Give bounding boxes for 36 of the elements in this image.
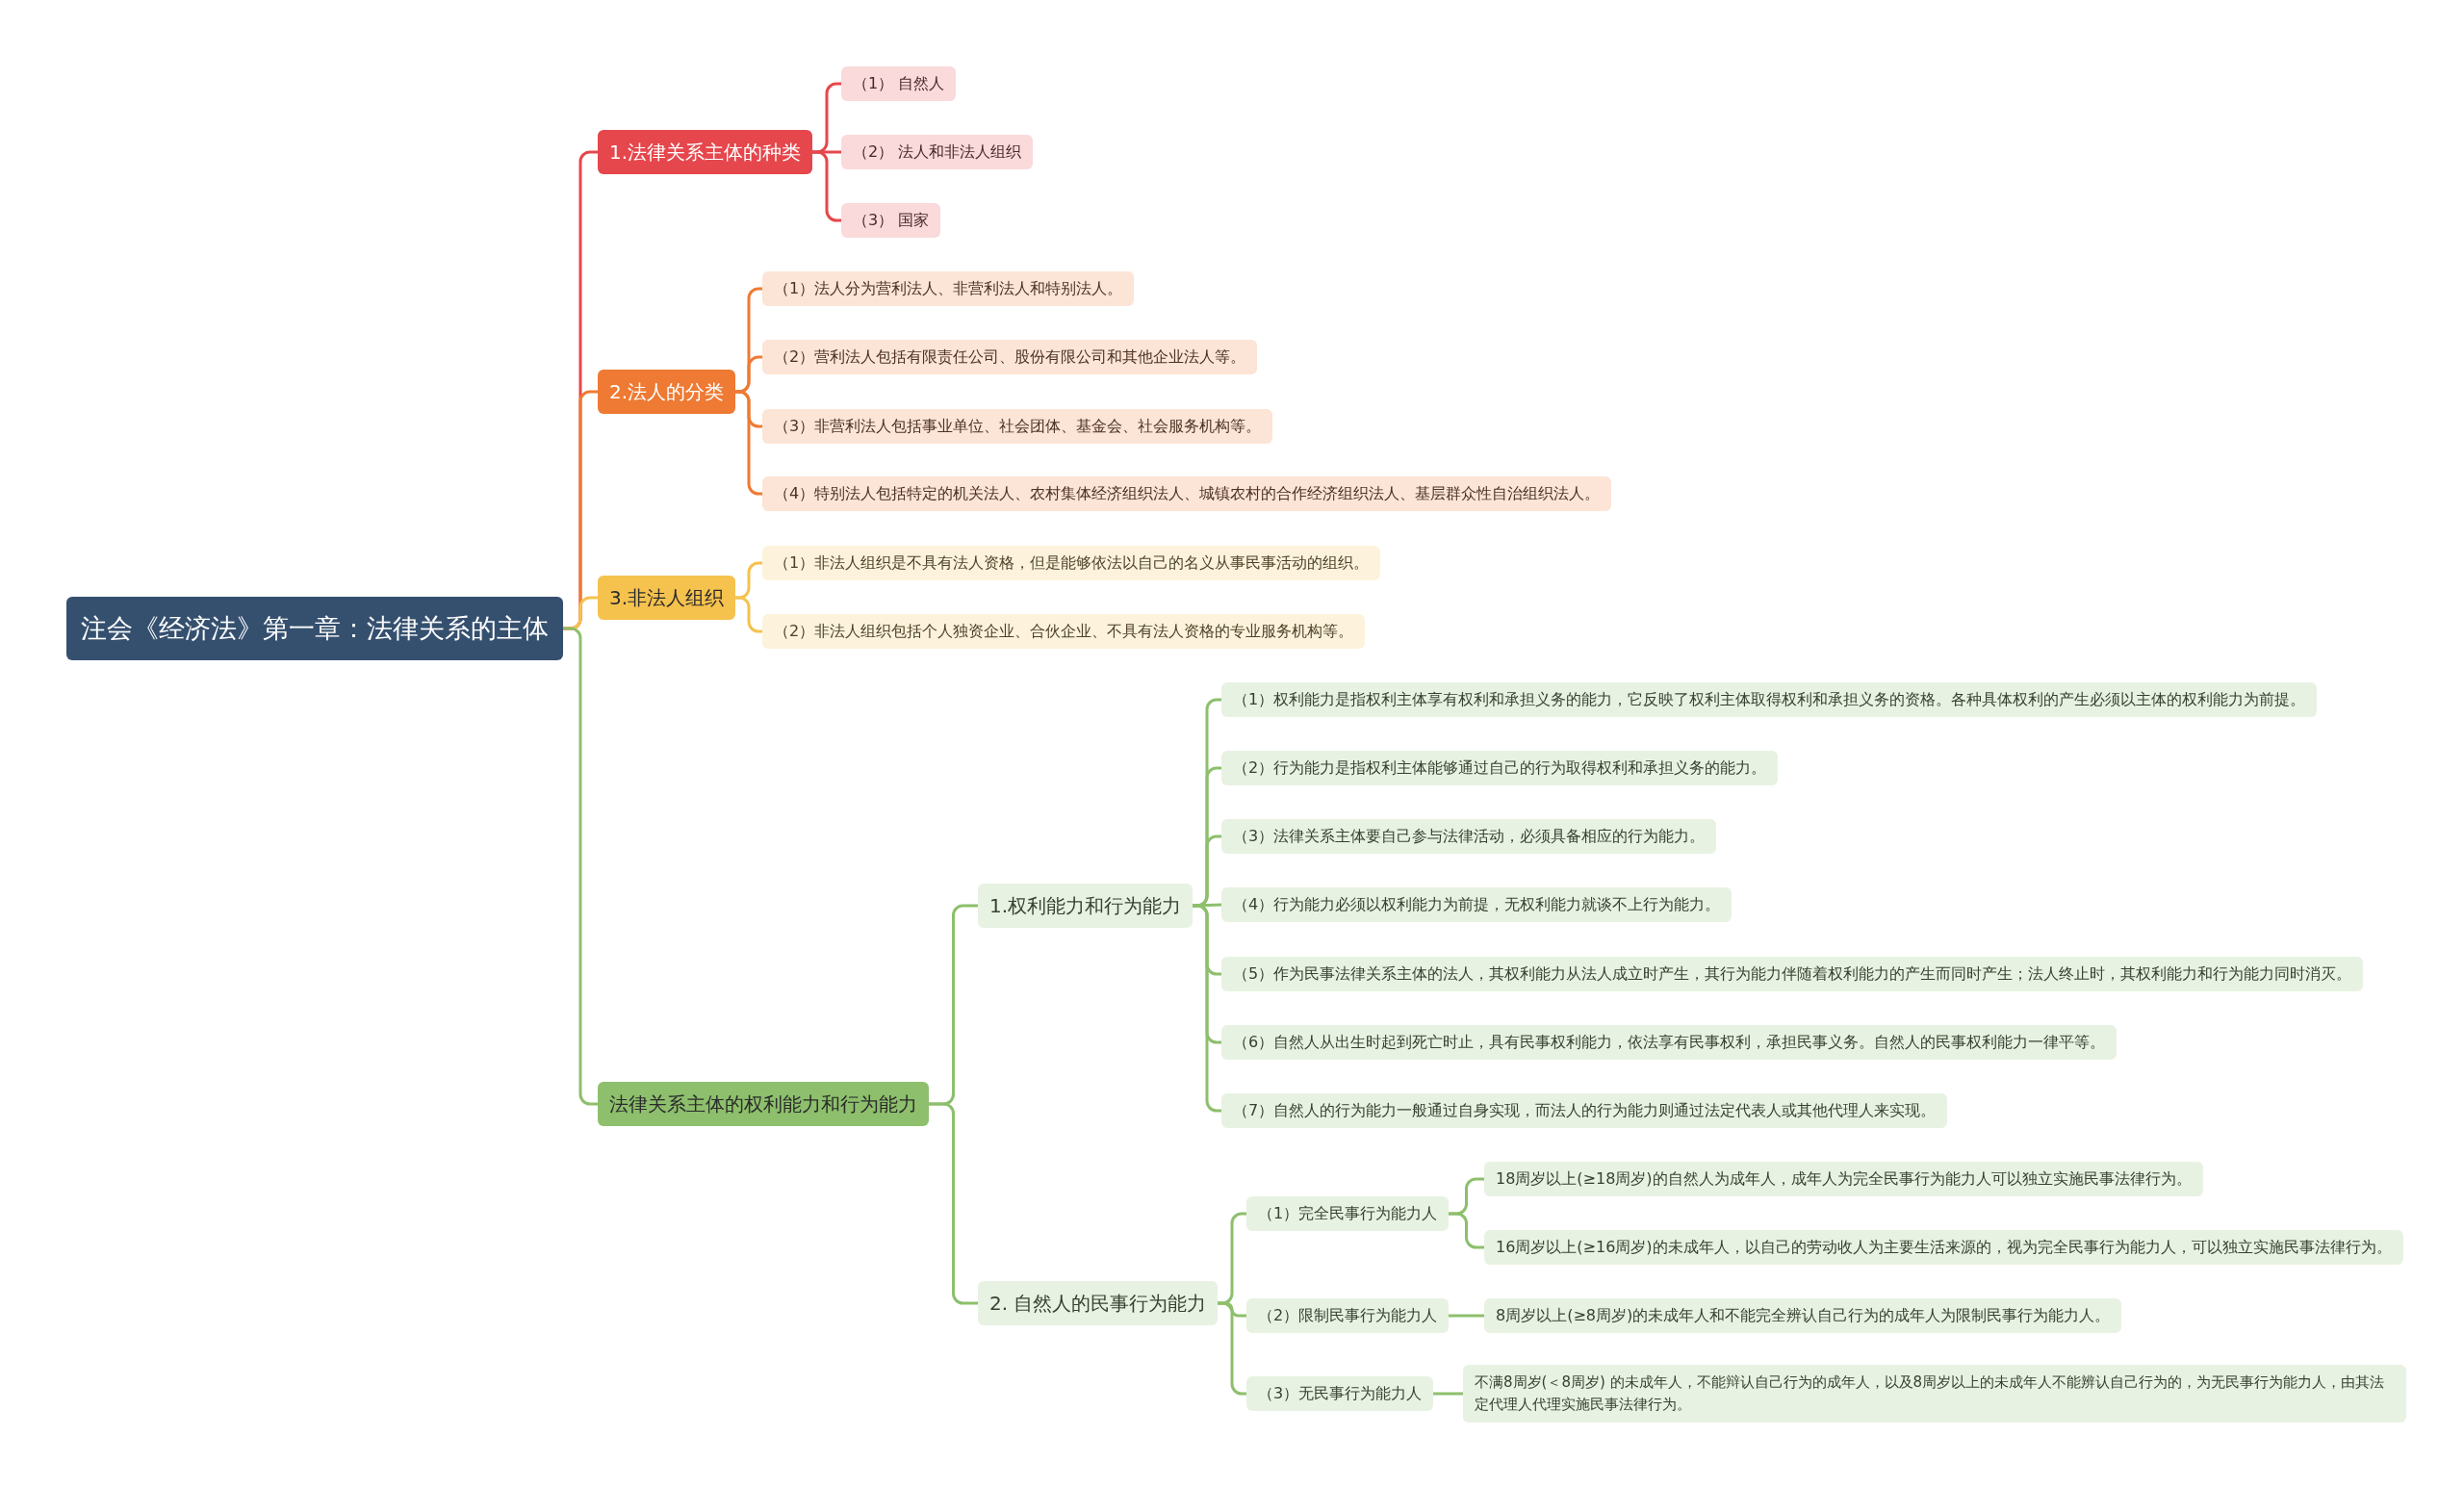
branch-topic: 法律关系主体的权利能力和行为能力 bbox=[598, 1082, 929, 1126]
leaf-topic: （3）非营利法人包括事业单位、社会团体、基金会、社会服务机构等。 bbox=[762, 409, 1273, 444]
leaf-topic: （4）行为能力必须以权利能力为前提，无权利能力就谈不上行为能力。 bbox=[1221, 887, 1732, 922]
leaf-topic: （5）作为民事法律关系主体的法人，其权利能力从法人成立时产生，其行为能力伴随着权利能力的产生而同时产生；法人终止时，其权利能力和行为能力同时消灭。 bbox=[1221, 957, 2364, 991]
leaf-topic: （2）行为能力是指权利主体能够通过自己的行为取得权利和承担义务的能力。 bbox=[1221, 751, 1779, 785]
leaf-topic: （2） 法人和非法人组织 bbox=[841, 135, 1034, 169]
connector-line bbox=[1449, 1314, 1484, 1318]
leaf-topic: 8周岁以上(≥8周岁)的未成年人和不能完全辨认自己行为的成年人为限制民事行为能力人。 bbox=[1484, 1298, 2122, 1333]
leaf-topic: 18周岁以上(≥18周岁)的自然人为成年人，成年人为完全民事行为能力人可以独立实施民事法律行为。 bbox=[1484, 1162, 2203, 1196]
subtopic: 1.权利能力和行为能力 bbox=[978, 884, 1194, 928]
connector-line bbox=[1433, 1392, 1463, 1396]
connector-line bbox=[929, 1102, 978, 1305]
subtopic: （1）完全民事行为能力人 bbox=[1246, 1196, 1450, 1231]
leaf-topic: （3） 国家 bbox=[841, 203, 941, 238]
leaf-topic: （2）非法人组织包括个人独资企业、合伙企业、不具有法人资格的专业服务机构等。 bbox=[762, 614, 1366, 649]
leaf-topic: （6）自然人从出生时起到死亡时止，具有民事权利能力，依法享有民事权利，承担民事义务。自然人的民事权利能力一律平等。 bbox=[1221, 1025, 2118, 1060]
leaf-topic: （1） 自然人 bbox=[841, 66, 957, 101]
leaf-topic: （1）权利能力是指权利主体享有权利和承担义务的能力，它反映了权利主体取得权利和承担义务的资格。各种具体权利的产生必须以主体的权利能力为前提。 bbox=[1221, 682, 2318, 717]
leaf-topic: （1）非法人组织是不具有法人资格，但是能够依法以自己的名义从事民事活动的组织。 bbox=[762, 546, 1381, 580]
subtopic: （3）无民事行为能力人 bbox=[1246, 1376, 1434, 1411]
leaf-topic: 不满8周岁(＜8周岁) 的未成年人，不能辩认自己行为的成年人，以及8周岁以上的未成年人不能辨认自己行为的，为无民事行为能力人，由其法定代理人代理实施民事法律行为。 bbox=[1463, 1365, 2406, 1423]
subtopic: 2. 自然人的民事行为能力 bbox=[978, 1281, 1219, 1325]
branch-topic: 3.非法人组织 bbox=[598, 576, 736, 620]
branch-topic: 1.法律关系主体的种类 bbox=[598, 130, 813, 174]
connector-line bbox=[735, 596, 762, 633]
leaf-topic: 16周岁以上(≥16周岁)的未成年人，以自己的劳动收人为主要生活来源的，视为完全民事行为能力人，可以独立实施民事法律行为。 bbox=[1484, 1230, 2403, 1265]
leaf-topic: （3）法律关系主体要自己参与法律活动，必须具备相应的行为能力。 bbox=[1221, 819, 1717, 854]
connector-line bbox=[1192, 903, 1222, 908]
root-topic: 注会《经济法》第一章：法律关系的主体 bbox=[66, 597, 563, 660]
leaf-topic: （7）自然人的行为能力一般通过自身实现，而法人的行为能力则通过法定代表人或其他代理人来实现。 bbox=[1221, 1093, 1948, 1128]
leaf-topic: （4）特别法人包括特定的机关法人、农村集体经济组织法人、城镇农村的合作经济组织法人、基层群众性自治组织法人。 bbox=[762, 476, 1612, 511]
leaf-topic: （2）营利法人包括有限责任公司、股份有限公司和其他企业法人等。 bbox=[762, 340, 1258, 374]
subtopic: （2）限制民事行为能力人 bbox=[1246, 1298, 1450, 1333]
leaf-topic: （1）法人分为营利法人、非营利法人和特别法人。 bbox=[762, 271, 1135, 306]
connector-line bbox=[1449, 1212, 1484, 1249]
branch-topic: 2.法人的分类 bbox=[598, 370, 736, 414]
